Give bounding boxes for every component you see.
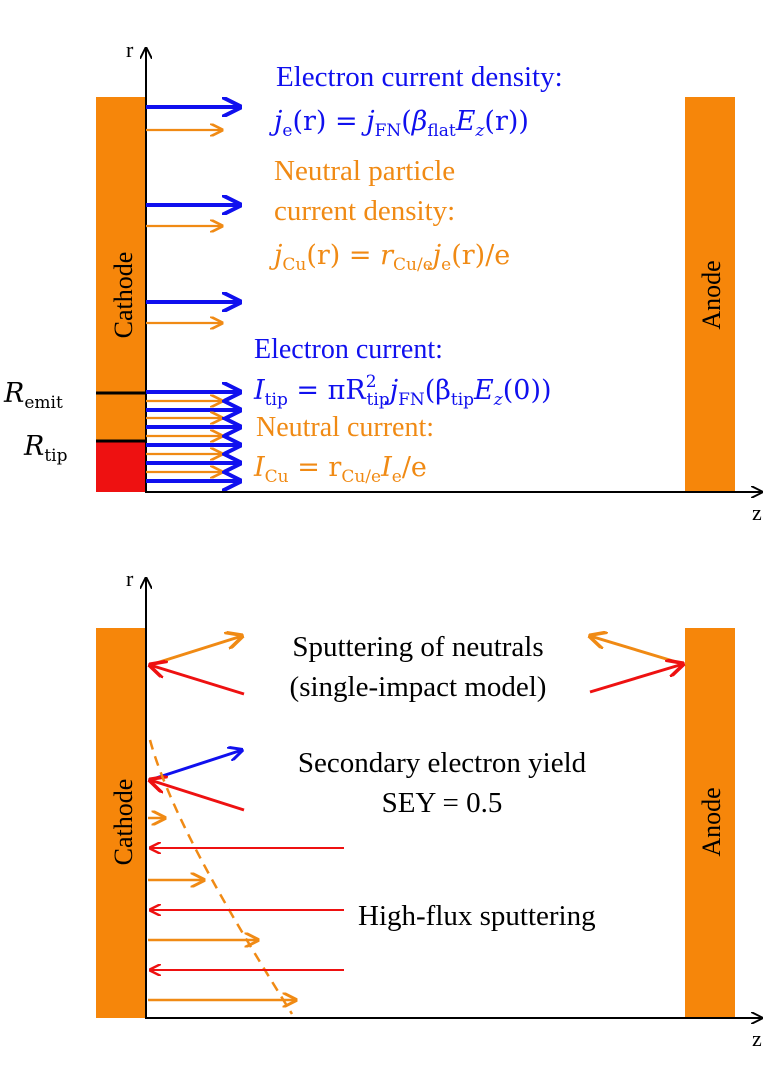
ec-title: Electron current: <box>254 334 443 365</box>
bottom-cathode-label: Cathode <box>109 779 138 866</box>
top-anode-label: Anode <box>697 260 726 329</box>
top-cathode-tip-region <box>96 441 146 492</box>
sputtered-neutral-arrow <box>590 636 684 666</box>
incoming-ion-arrow <box>150 665 245 696</box>
ecd-equation: je(r) = jFN(βflatEz(r)) <box>269 106 529 141</box>
ncd-line2: current density: <box>274 195 455 227</box>
nc-equation: ICu = rCu/eIe/e <box>253 452 427 487</box>
top-r-tip-label: Rtip <box>23 431 68 466</box>
ncd-equation: jCu(r) = rCu/eje(r)/e <box>269 240 510 275</box>
bottom-z-axis-label: z <box>752 1026 762 1051</box>
top-anode-bar <box>685 97 735 492</box>
ncd-line1: Neutral particle <box>274 155 455 187</box>
incoming-ion-arrow <box>589 664 683 694</box>
neutral-flux-envelope <box>148 739 294 1015</box>
top-r-axis-label: r <box>126 37 134 62</box>
high-flux-label: High-flux sputtering <box>358 900 596 932</box>
sey-label-line1: Secondary electron yield <box>298 747 587 779</box>
bottom-anode-bar <box>685 628 735 1018</box>
ecd-title: Electron current density: <box>276 61 563 93</box>
sputter-label-line1: Sputtering of neutrals <box>292 631 543 663</box>
bottom-r-axis-label: r <box>126 566 134 591</box>
sey-label-line2: SEY = 0.5 <box>382 787 503 819</box>
top-panel: Cathode Anode r z Remit Rtip <box>3 37 762 525</box>
secondary-electron-arrow <box>149 750 242 782</box>
nc-title: Neutral current: <box>256 412 434 443</box>
top-cathode-bar <box>96 97 146 492</box>
tip-emission-arrows <box>146 392 240 481</box>
sputter-label-line2: (single-impact model) <box>290 671 547 703</box>
top-r-emit-label: Remit <box>3 378 63 413</box>
bottom-cathode-bar <box>96 628 146 1018</box>
sputtered-neutral-arrow <box>149 636 242 667</box>
top-cathode-label: Cathode <box>109 252 138 339</box>
bottom-panel: Cathode Anode r z Sputtering of neutrals… <box>96 566 762 1051</box>
top-z-axis-label: z <box>752 500 762 525</box>
bottom-anode-label: Anode <box>697 787 726 856</box>
incoming-ion-arrow <box>150 780 245 812</box>
